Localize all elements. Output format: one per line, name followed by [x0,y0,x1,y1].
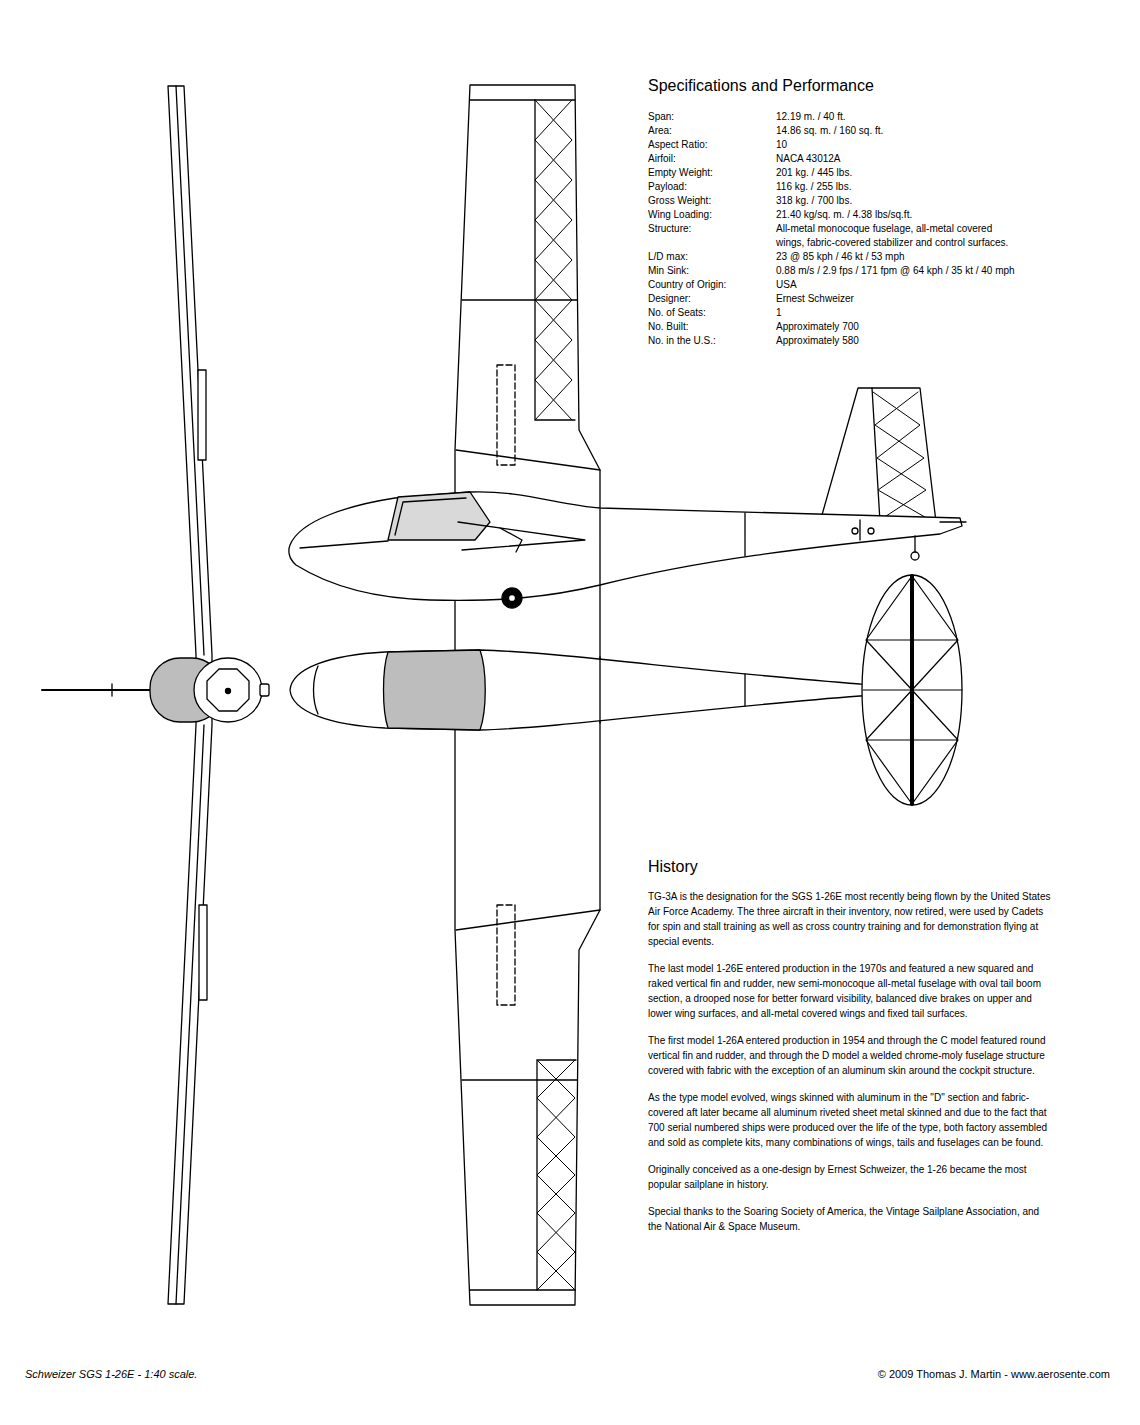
spec-key: No. Built: [648,320,776,334]
side-canopy-inner [395,498,466,535]
spec-key: Airfoil: [648,152,776,166]
spec-key: No. of Seats: [648,306,776,320]
spec-value: 318 kg. / 700 lbs. [776,194,1016,208]
spec-value: 21.40 kg/sq. m. / 4.38 lbs/sq.ft. [776,208,1016,222]
history-paragraph: Originally conceived as a one-design by … [648,1162,1053,1192]
history-text: TG-3A is the designation for the SGS 1-2… [648,889,1053,1246]
spec-value: NACA 43012A [776,152,1016,166]
front-fuselage-nose [194,658,262,722]
front-canopy-frame [207,669,249,711]
spec-key: Country of Origin: [648,278,776,292]
spec-key: Payload: [648,180,776,194]
side-view [289,388,966,608]
history-paragraph: As the type model evolved, wings skinned… [648,1090,1053,1150]
side-fuselage [289,492,962,601]
spec-key: Structure: [648,222,776,250]
spec-value: 0.88 m/s / 2.9 fps / 171 fpm @ 64 kph / … [776,264,1016,278]
spec-key: Designer: [648,292,776,306]
spec-value: 14.86 sq. m. / 160 sq. ft. [776,124,1016,138]
spec-key: Span: [648,110,776,124]
main-wheel [502,588,522,608]
side-canopy [388,492,490,540]
front-tow-hook [226,689,231,694]
spec-value: 1 [776,306,1016,320]
spec-value: All-metal monocoque fuselage, all-metal … [776,222,1016,250]
front-fin [42,689,152,691]
aileron-truss [537,1060,575,1290]
section-heading: History [648,857,698,877]
dive-brake [497,365,515,465]
spec-value: 10 [776,138,1016,152]
history-paragraph: The first model 1-26A entered production… [648,1033,1053,1078]
section-heading: Specifications and Performance [648,76,874,96]
spec-table: Span:12.19 m. / 40 ft.Area:14.86 sq. m. … [648,110,1016,348]
spec-value: Ernest Schweizer [776,292,1016,306]
tail-skid [914,536,915,552]
spec-key: Min Sink: [648,264,776,278]
wing-root-fairing [500,528,522,552]
spec-key: Gross Weight: [648,194,776,208]
spec-value: Approximately 700 [776,320,1016,334]
aileron-truss [535,100,572,420]
dive-brake [198,370,206,460]
dive-brake [497,905,515,1005]
dive-brake [199,905,207,1000]
spec-key: L/D max: [648,250,776,264]
front-fin-tick [111,684,112,696]
drawing-caption: Schweizer SGS 1-26E - 1:40 scale. [25,1367,197,1381]
spec-value: 116 kg. / 255 lbs. [776,180,1016,194]
rudder-hinge [872,388,880,522]
spec-key: Wing Loading: [648,208,776,222]
spec-value: Approximately 580 [776,334,1016,348]
top-fuselage-lines [314,657,746,723]
spec-key: No. in the U.S.: [648,334,776,348]
tail-fitting [852,528,858,534]
rudder-truss [873,392,930,520]
tail-fitting [868,528,874,534]
spec-key: Empty Weight: [648,166,776,180]
side-fuselage-lines [300,509,860,584]
spec-value: USA [776,278,1016,292]
history-paragraph: TG-3A is the designation for the SGS 1-2… [648,889,1053,949]
history-paragraph: The last model 1-26E entered production … [648,961,1053,1021]
history-paragraph: Special thanks to the Soaring Society of… [648,1204,1053,1234]
spec-key: Aspect Ratio: [648,138,776,152]
spec-value: 12.19 m. / 40 ft. [776,110,1016,124]
top-canopy [384,650,486,730]
spec-value: 201 kg. / 445 lbs. [776,166,1016,180]
top-view [290,575,962,805]
front-view [42,86,269,1304]
stabilizer-spar [910,576,914,804]
tail-wheel [911,552,919,560]
main-wheel-hub [509,595,516,602]
front-pitot [260,684,269,696]
stabilizer [862,575,962,805]
tail-cone [940,521,966,522]
spec-key: Area: [648,124,776,138]
elevator-truss [863,576,962,804]
fin-rudder [820,388,936,522]
top-fuselage [290,650,960,730]
copyright-note: © 2009 Thomas J. Martin - www.aerosente.… [878,1367,1110,1381]
spec-value: 23 @ 85 kph / 46 kt / 53 mph [776,250,1016,264]
